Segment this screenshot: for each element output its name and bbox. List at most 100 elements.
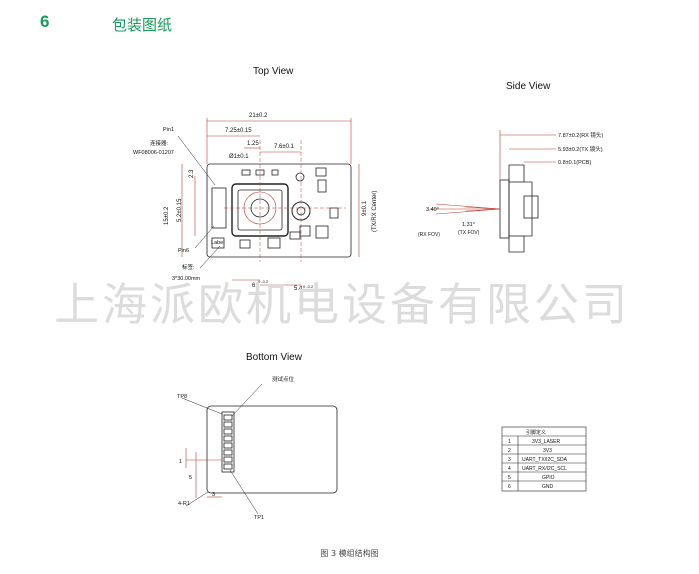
pin-number: 5: [508, 475, 511, 481]
rx-fov-label: (RX FOV): [418, 232, 440, 238]
component: [329, 207, 339, 219]
component: [315, 167, 327, 177]
dim-total-width: 21±0.2: [249, 113, 268, 119]
dim-1-25: 1.25: [247, 141, 259, 147]
fov-line-tx: [465, 208, 501, 212]
test-pad: [223, 414, 233, 421]
angle-rx: 3.40°: [426, 207, 439, 213]
pin-name: GPIO: [542, 475, 555, 481]
dim-5-4-tol: 0 -0.2: [303, 284, 314, 289]
angle-tx: 1.31°: [462, 222, 475, 228]
top-view-board-outline: [206, 163, 352, 258]
watermark: 上海派欧机电设备有限公司: [54, 278, 631, 331]
dim-7-25: 7.25±0.15: [225, 128, 252, 134]
dim-6: 6: [252, 283, 256, 289]
tp1-label: TP1: [254, 515, 264, 521]
pin1-label: Pin1: [163, 127, 174, 133]
pin-name: UART_TX/I2C_SDA: [522, 457, 568, 463]
leader-tp1: [229, 469, 259, 515]
pin-table-header: 引脚定义: [526, 429, 546, 436]
tx-rx-center-label: (TX/RX Center): [372, 191, 378, 232]
tx-lens-outer: [291, 201, 311, 221]
tx-fov-label: (TX FOV): [458, 230, 480, 236]
component: [241, 169, 251, 176]
section-number: 6: [40, 12, 50, 31]
dim-lens-tx: 5.93±0.2(TX 镜头): [558, 145, 603, 153]
dim-9: 9±0.1: [362, 200, 368, 216]
bottom-view-drawing: [206, 405, 338, 494]
dim-hole: Ø1±0.1: [229, 154, 249, 160]
leader-pin6: [194, 225, 215, 249]
component: [299, 225, 311, 237]
component: [315, 225, 329, 239]
leader-r1: [185, 491, 209, 507]
dim-height: 15±0.2: [164, 206, 170, 225]
top-view-dimensions: [181, 118, 360, 286]
top-view-drawing: [206, 140, 352, 262]
test-pad: [223, 421, 233, 428]
pin-number: 1: [508, 439, 511, 445]
dim-1: 1: [179, 459, 182, 465]
tp8-label: TP8: [177, 394, 187, 400]
dim-r1: 4-R1: [178, 501, 190, 507]
dim-3: 3: [212, 492, 215, 498]
leader-tp8: [181, 397, 223, 415]
pin6-label: Pin6: [178, 248, 189, 254]
test-pad: [223, 463, 233, 470]
side-view-pcb: [499, 179, 510, 239]
dim-pcb: 0.8±0.1(PCB): [558, 160, 591, 166]
test-pad: [223, 442, 233, 449]
test-pads: [223, 414, 233, 470]
fov-line-tx: [465, 206, 501, 210]
test-pad: [223, 456, 233, 463]
dim-5-4: 5.4: [294, 286, 303, 292]
section-title: 包装图纸: [112, 16, 173, 34]
connector-body: [211, 187, 227, 229]
bottom-view-title: Bottom View: [246, 352, 302, 363]
top-view-title: Top View: [253, 66, 294, 77]
pin-name: GND: [542, 484, 554, 490]
side-view-lens: [523, 195, 539, 219]
pin-name: 3V3: [543, 448, 552, 454]
connector-label: 连接器:: [150, 139, 169, 147]
pin-number: 6: [508, 484, 511, 490]
pin-name: UART_RX/I2C_SCL: [522, 466, 567, 472]
bottom-view-dimensions: [185, 448, 222, 498]
side-view-drawing: [499, 164, 539, 253]
side-view-dimensions: [430, 130, 556, 215]
pin-table: 引脚定义 1 3V3_LASER 2 3V3 3 UART_TX/I2C_SDA…: [501, 426, 587, 492]
dim-5-2: 5.2±0.15: [177, 198, 183, 222]
figure-caption: 图 3 模组结构图: [320, 549, 379, 558]
dim-2-3: 2.3: [189, 169, 195, 178]
component: [289, 231, 301, 240]
pin-name: 3V3_LASER: [532, 439, 560, 445]
top-view-leaders: [177, 135, 221, 269]
test-pad: [223, 435, 233, 442]
pin-number: 3: [508, 457, 511, 463]
bottom-view-board-outline: [206, 405, 338, 494]
bottom-view-leaders: [181, 383, 263, 515]
dim-6-tol: 0 -0.2: [258, 279, 269, 284]
test-point-label: 测试点位: [272, 375, 295, 383]
component: [317, 179, 327, 193]
label-text: Label: [211, 240, 224, 246]
tag-label: 标签:: [182, 263, 195, 271]
mounting-hole: [295, 172, 305, 182]
leader-test-point: [231, 383, 263, 417]
pin-number: 4: [508, 466, 511, 472]
component: [271, 169, 279, 176]
side-view-housing: [508, 164, 533, 253]
dim-lens-rx: 7.87±0.2(RX 镜头): [558, 131, 603, 139]
pin-number: 2: [508, 448, 511, 454]
component: [239, 239, 251, 249]
component: [267, 237, 281, 249]
connector-part-number: WF08006-01207: [133, 150, 174, 156]
dim-7-6: 7.6±0.1: [274, 144, 295, 150]
leader-pin1: [177, 135, 216, 186]
side-view-title: Side View: [506, 81, 551, 92]
leader-tag: [199, 245, 221, 269]
test-pad: [223, 449, 233, 456]
dim-5: 5: [189, 475, 192, 481]
test-point-strip: [221, 411, 235, 473]
